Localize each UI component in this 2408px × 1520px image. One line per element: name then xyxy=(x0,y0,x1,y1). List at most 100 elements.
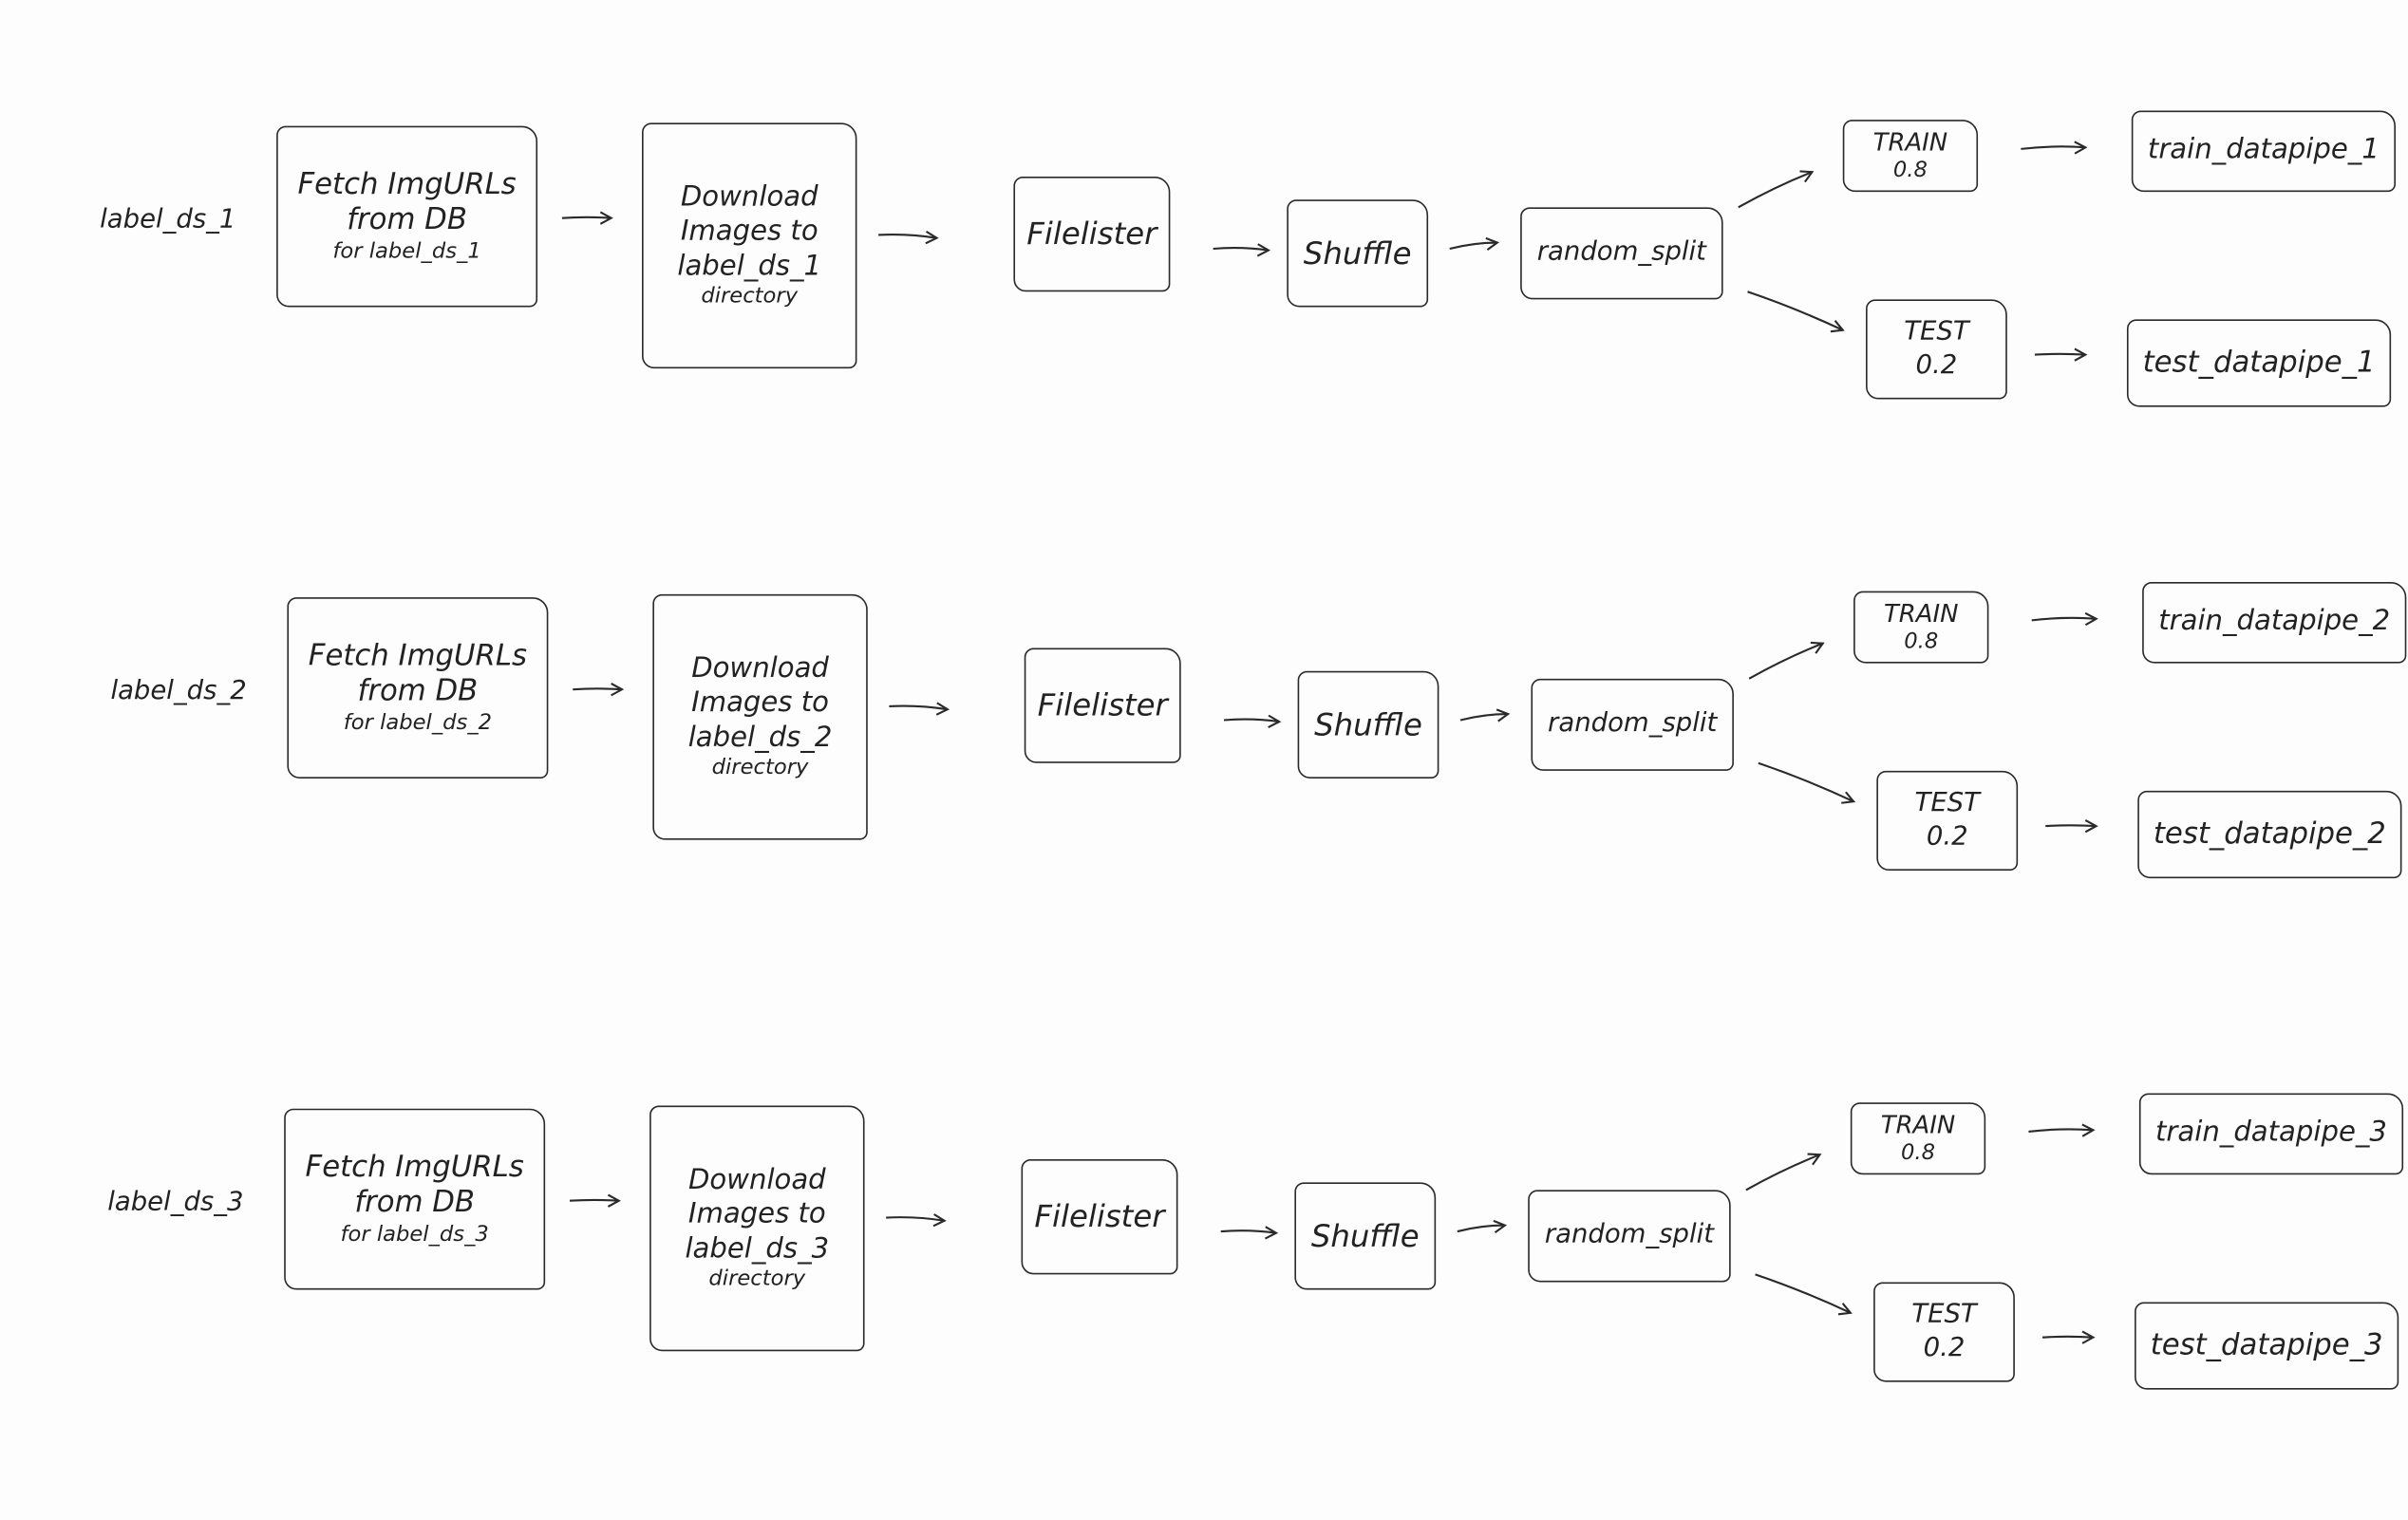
random-split-text: random_split xyxy=(1544,1219,1715,1251)
shuffle-text: Shuffle xyxy=(1310,1216,1420,1254)
train-datapipe-text: train_datapipe_3 xyxy=(2155,1117,2387,1150)
arrow-download-to-filelister xyxy=(889,702,950,716)
arrow-fetch-to-download xyxy=(569,1193,621,1208)
random-split-box: random_split xyxy=(1531,678,1734,771)
fetch-line: from DB xyxy=(347,202,467,237)
arrow-fetch-to-download xyxy=(561,211,613,225)
train-datapipe-text: train_datapipe_1 xyxy=(2147,134,2380,167)
download-line: label_ds_1 xyxy=(677,249,822,282)
shuffle-box: Shuffle xyxy=(1287,199,1429,308)
arrow-train-to-datapipe xyxy=(2021,141,2088,155)
arrow-test-to-datapipe xyxy=(2034,347,2088,362)
train-ratio: 0.8 xyxy=(1904,629,1939,654)
dataset-label: label_ds_2 xyxy=(110,675,247,706)
train-label: TRAIN xyxy=(1872,126,1948,157)
fetch-line: from DB xyxy=(354,1185,476,1220)
test-ratio: 0.2 xyxy=(1915,348,1958,381)
shuffle-box: Shuffle xyxy=(1297,670,1439,779)
shuffle-box: Shuffle xyxy=(1294,1182,1437,1290)
arrow-filelister-to-shuffle xyxy=(1220,1226,1279,1240)
arrow-download-to-filelister xyxy=(878,230,939,245)
train-datapipe-box: train_datapipe_3 xyxy=(2138,1093,2404,1175)
fetch-line: from DB xyxy=(357,674,479,708)
arrow-fetch-to-download xyxy=(573,683,625,697)
download-line: label_ds_3 xyxy=(685,1231,830,1265)
fetch-line: for label_ds_3 xyxy=(340,1222,489,1248)
random-split-box: random_split xyxy=(1520,207,1723,300)
random-split-text: random_split xyxy=(1548,708,1718,740)
train-ratio: 0.8 xyxy=(1892,158,1928,183)
filelister-text: Filelister xyxy=(1037,685,1168,723)
arrow-test-to-datapipe xyxy=(2041,1330,2096,1344)
arrow-download-to-filelister xyxy=(886,1213,947,1228)
train-datapipe-box: train_datapipe_1 xyxy=(2131,110,2396,193)
train-label: TRAIN xyxy=(1880,1109,1956,1139)
train-datapipe-text: train_datapipe_2 xyxy=(2158,605,2391,638)
arrow-filelister-to-shuffle xyxy=(1223,714,1282,728)
random-split-text: random_split xyxy=(1536,236,1706,269)
test-datapipe-text: test_datapipe_1 xyxy=(2142,345,2376,379)
arrow-split-to-train xyxy=(1745,1153,1822,1192)
filelister-text: Filelister xyxy=(1034,1197,1165,1235)
download-line: Download xyxy=(691,651,829,685)
arrow-test-to-datapipe xyxy=(2045,818,2098,834)
train-ratio: 0.8 xyxy=(1900,1140,1936,1166)
filelister-box: Filelister xyxy=(1013,176,1171,292)
arrow-shuffle-to-random-split xyxy=(1457,1219,1508,1234)
download-line: Images to xyxy=(687,1197,826,1230)
download-line: directory xyxy=(708,1267,806,1292)
train-datapipe-box: train_datapipe_2 xyxy=(2142,581,2407,664)
train-label: TRAIN xyxy=(1883,598,1959,629)
filelister-text: Filelister xyxy=(1026,215,1157,253)
dataset-label: label_ds_1 xyxy=(100,204,236,235)
shuffle-text: Shuffle xyxy=(1314,705,1422,742)
shuffle-text: Shuffle xyxy=(1303,234,1412,272)
filelister-box: Filelister xyxy=(1024,647,1181,763)
test-label: TEST xyxy=(1914,788,1980,819)
download-line: Images to xyxy=(691,685,829,719)
fetch-line: Fetch ImgURLs xyxy=(308,637,528,672)
fetch-line: Fetch ImgURLs xyxy=(305,1149,524,1184)
arrow-filelister-to-shuffle xyxy=(1213,243,1271,257)
arrow-shuffle-to-random-split xyxy=(1449,236,1500,251)
download-line: directory xyxy=(701,284,799,310)
arrow-split-to-test xyxy=(1747,291,1845,333)
test-datapipe-box: test_datapipe_2 xyxy=(2137,790,2402,879)
filelister-box: Filelister xyxy=(1021,1159,1178,1275)
fetch-line: for label_ds_2 xyxy=(343,710,493,736)
download-line: directory xyxy=(711,755,809,780)
test-label: TEST xyxy=(1911,1299,1977,1330)
arrow-split-to-test xyxy=(1758,761,1856,804)
fetch-line: Fetch ImgURLs xyxy=(297,166,517,201)
fetch-line: for label_ds_1 xyxy=(332,239,481,265)
download-line: Download xyxy=(680,180,818,213)
random-split-box: random_split xyxy=(1528,1190,1731,1283)
test-datapipe-text: test_datapipe_2 xyxy=(2153,816,2386,851)
arrow-split-to-test xyxy=(1755,1273,1853,1316)
arrow-shuffle-to-random-split xyxy=(1459,708,1511,722)
download-line: Images to xyxy=(680,215,818,248)
test-datapipe-text: test_datapipe_3 xyxy=(2150,1327,2383,1361)
arrow-train-to-datapipe xyxy=(2028,1123,2096,1137)
arrow-train-to-datapipe xyxy=(2031,611,2098,627)
test-ratio: 0.2 xyxy=(1926,820,1968,852)
arrow-split-to-train xyxy=(1738,170,1815,209)
arrow-split-to-train xyxy=(1748,641,1825,680)
test-label: TEST xyxy=(1904,316,1969,347)
test-datapipe-box: test_datapipe_1 xyxy=(2126,319,2392,407)
test-datapipe-box: test_datapipe_3 xyxy=(2135,1302,2399,1390)
download-line: label_ds_2 xyxy=(687,721,833,754)
